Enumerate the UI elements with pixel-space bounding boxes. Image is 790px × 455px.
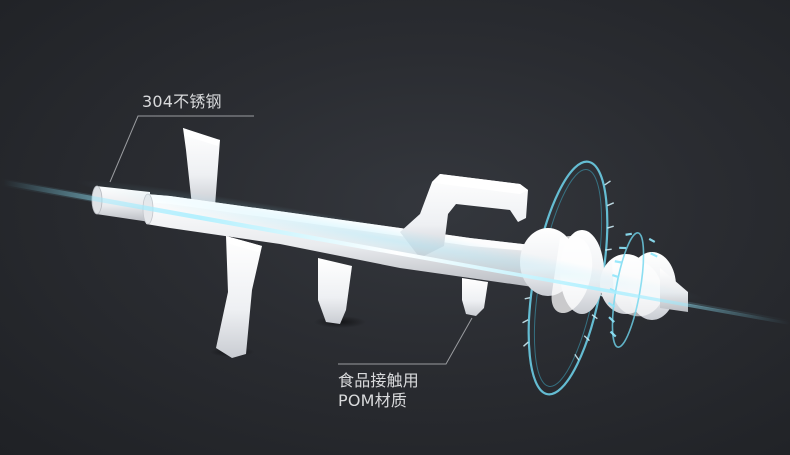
callout-line-pom xyxy=(338,317,473,365)
front-fin xyxy=(183,128,220,206)
small-foot xyxy=(462,278,488,316)
lower-leg xyxy=(216,236,262,358)
callout-label-steel: 304不锈钢 xyxy=(142,92,222,111)
callout-line-steel xyxy=(109,115,254,183)
light-beam xyxy=(4,179,790,325)
callout-label-pom-line2: POM材质 xyxy=(338,391,408,410)
callout-label-pom: 食品接触用 POM材质 xyxy=(338,371,419,411)
callout-label-pom-line1: 食品接触用 xyxy=(338,371,420,390)
middle-leg xyxy=(318,258,352,324)
callout-lines xyxy=(109,115,473,365)
